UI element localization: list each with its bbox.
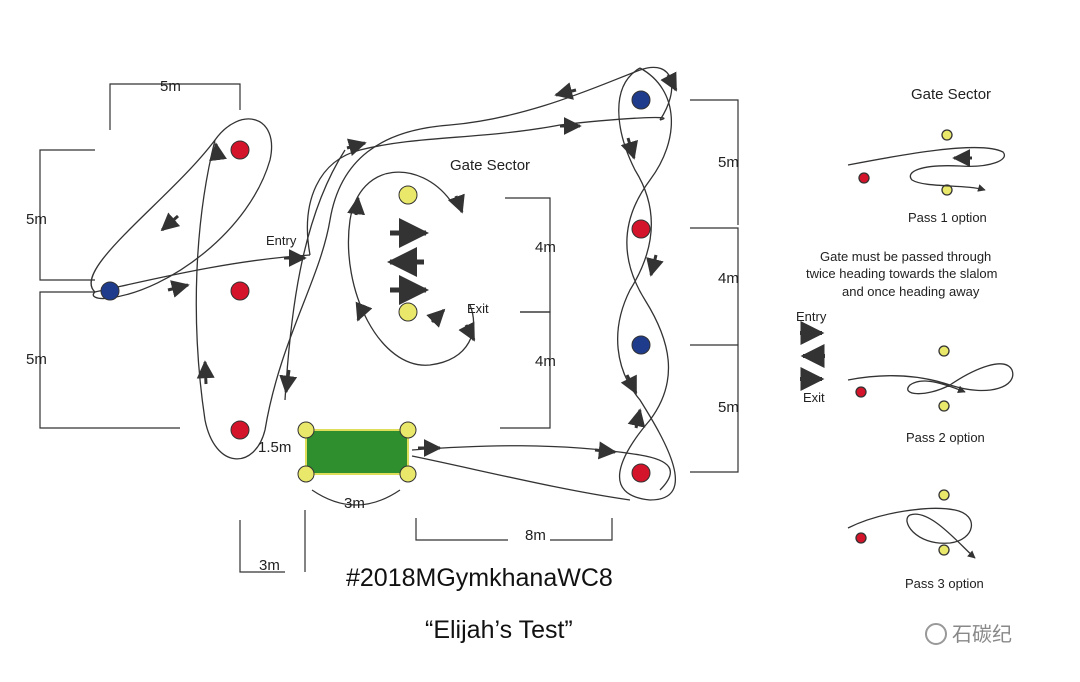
pass2-label: Pass 2 option xyxy=(906,430,985,445)
sidebar-arrows xyxy=(800,321,825,391)
red-cone xyxy=(230,420,250,440)
dim-box-1-5m: 1.5m xyxy=(258,439,291,456)
gate-note-2: twice heading towards the slalom xyxy=(806,266,998,281)
sidebar-entry: Entry xyxy=(796,309,827,324)
start-box xyxy=(297,421,417,483)
dim-right-5m-upper: 5m xyxy=(718,154,739,171)
exit-label: Exit xyxy=(467,301,489,316)
sidebar: Gate Sector Pass 1 option Gate must be p… xyxy=(796,86,1014,591)
dim-top-5m: 5m xyxy=(160,78,181,95)
dim-gate-4m-upper: 4m xyxy=(535,239,556,256)
sidebar-title: Gate Sector xyxy=(911,86,991,103)
dim-bottom-8m: 8m xyxy=(525,527,546,544)
red-cone xyxy=(230,140,250,160)
yellow-cone xyxy=(398,302,418,322)
pass1-label: Pass 1 option xyxy=(908,210,987,225)
watermark: 石碳纪 xyxy=(925,623,1012,646)
entry-label: Entry xyxy=(266,233,297,248)
red-cone xyxy=(631,463,651,483)
yellow-cone xyxy=(398,185,418,205)
pass2-diagram xyxy=(847,345,1014,412)
dim-gate-4m-lower: 4m xyxy=(535,353,556,370)
dim-right-5m-lower: 5m xyxy=(718,399,739,416)
red-cone xyxy=(631,219,651,239)
pass3-label: Pass 3 option xyxy=(905,576,984,591)
pass3-diagram xyxy=(847,489,976,559)
blue-cone xyxy=(631,90,651,110)
test-name: “Elijah’s Test” xyxy=(425,616,573,644)
dim-right-4m: 4m xyxy=(718,270,739,287)
dim-bottom-3m: 3m xyxy=(259,557,280,574)
gate-note-3: and once heading away xyxy=(842,284,980,299)
watermark-text: 石碳纪 xyxy=(952,623,1012,646)
dim-box-3m: 3m xyxy=(344,495,365,512)
wechat-icon xyxy=(925,623,947,645)
direction-arrows xyxy=(160,71,678,461)
dimension-lines xyxy=(39,83,739,573)
dim-left-5m-lower: 5m xyxy=(26,351,47,368)
gate-sector-label: Gate Sector xyxy=(450,157,530,174)
cones xyxy=(100,90,651,483)
blue-cone xyxy=(100,281,120,301)
hashtag-title: #2018MGymkhanaWC8 xyxy=(346,564,613,592)
gate-note-1: Gate must be passed through xyxy=(820,249,991,264)
red-cone xyxy=(230,281,250,301)
sidebar-exit: Exit xyxy=(803,390,825,405)
dim-left-5m-upper: 5m xyxy=(26,211,47,228)
blue-cone xyxy=(631,335,651,355)
pass1-diagram xyxy=(847,129,1006,196)
